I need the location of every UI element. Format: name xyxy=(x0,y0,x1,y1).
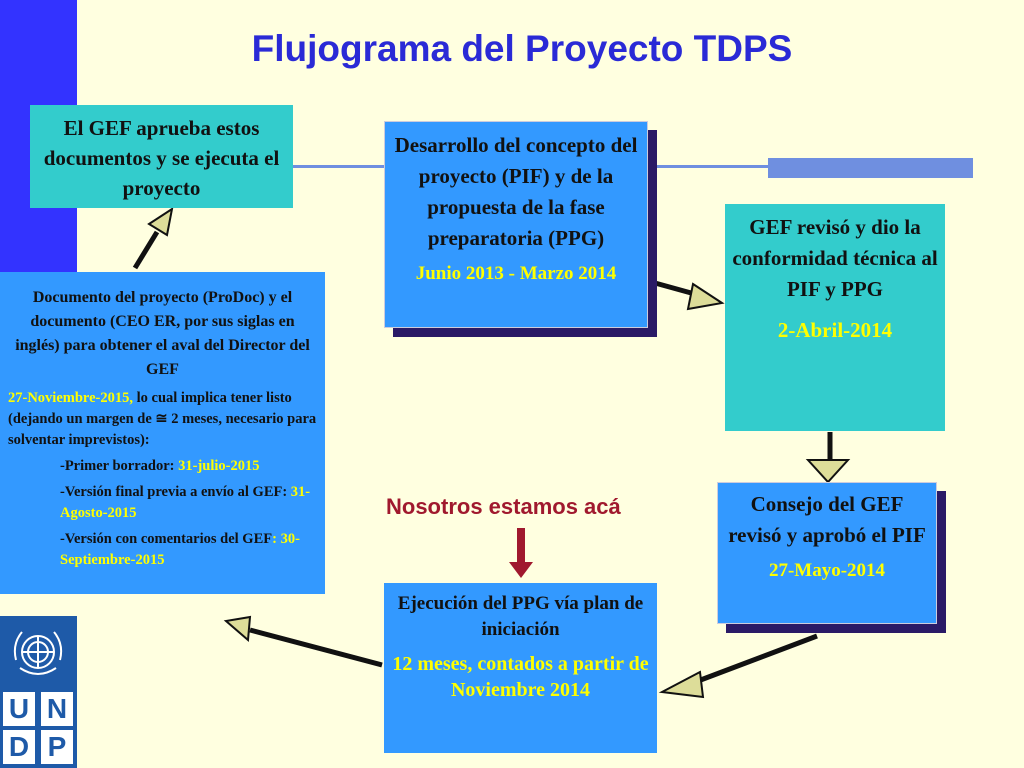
prodoc-deadline: 27-Noviembre-2015, lo cual implica tener… xyxy=(8,388,317,451)
prodoc-item-2-date: 31-Agosto-2015 xyxy=(60,484,311,521)
prodoc-item-2-label: -Versión final previa a envío al GEF: xyxy=(60,484,291,500)
page-title: Flujograma del Proyecto TDPS xyxy=(251,28,793,69)
undp-logo: U N D P xyxy=(0,616,77,768)
prodoc-deadline-note: lo cual implica tener listo (dejando un … xyxy=(8,390,317,448)
development-text: Desarrollo del concepto del proyecto (PI… xyxy=(394,133,638,250)
gef-approves-text: El GEF aprueba estos documentos y se eje… xyxy=(43,116,280,200)
un-emblem-icon xyxy=(13,631,63,675)
prodoc-item-1: -Primer borrador: 31-julio-2015 xyxy=(8,456,317,477)
prodoc-item-1-date: 31-julio-2015 xyxy=(178,458,260,474)
prodoc-item-2: -Versión final previa a envío al GEF: 31… xyxy=(8,482,317,524)
development-box: Desarrollo del concepto del proyecto (PI… xyxy=(384,121,648,328)
logo-letter-p: P xyxy=(41,730,73,764)
prodoc-box: Documento del proyecto (ProDoc) y el doc… xyxy=(0,272,325,594)
council-text: Consejo del GEF revisó y aprobó el PIF xyxy=(728,492,926,547)
council-box: Consejo del GEF revisó y aprobó el PIF 2… xyxy=(717,482,937,624)
prodoc-item-3-date: : 30-Septiembre-2015 xyxy=(60,531,300,568)
prodoc-item-3: -Versión con comentarios del GEF: 30-Sep… xyxy=(8,529,317,571)
gef-approves-box: El GEF aprueba estos documentos y se eje… xyxy=(30,105,293,208)
current-stage-label: Nosotros estamos acá xyxy=(386,494,621,519)
gef-review-date: 2-Abril-2014 xyxy=(777,318,893,342)
logo-letter-u: U xyxy=(3,692,35,726)
logo-letter-d: D xyxy=(3,730,35,764)
development-date: Junio 2013 - Marzo 2014 xyxy=(415,263,617,284)
prodoc-item-3-label: -Versión con comentarios del GEF xyxy=(60,531,273,547)
council-date: 27-Mayo-2014 xyxy=(768,560,886,581)
logo-letter-n: N xyxy=(41,692,73,726)
top-right-accent-bar xyxy=(768,158,973,178)
prodoc-deadline-date: 27-Noviembre-2015, xyxy=(8,390,133,406)
ppg-execution-text: Ejecución del PPG vía plan de iniciación xyxy=(397,593,644,640)
gef-review-text: GEF revisó y dio la conformidad técnica … xyxy=(732,215,938,301)
prodoc-text: Documento del proyecto (ProDoc) y el doc… xyxy=(15,289,310,378)
prodoc-item-1-label: -Primer borrador: xyxy=(60,458,179,474)
ppg-execution-date: 12 meses, contados a partir de Noviembre… xyxy=(392,653,649,701)
ppg-execution-box: Ejecución del PPG vía plan de iniciación… xyxy=(384,583,657,753)
gef-review-box: GEF revisó y dio la conformidad técnica … xyxy=(725,204,945,431)
